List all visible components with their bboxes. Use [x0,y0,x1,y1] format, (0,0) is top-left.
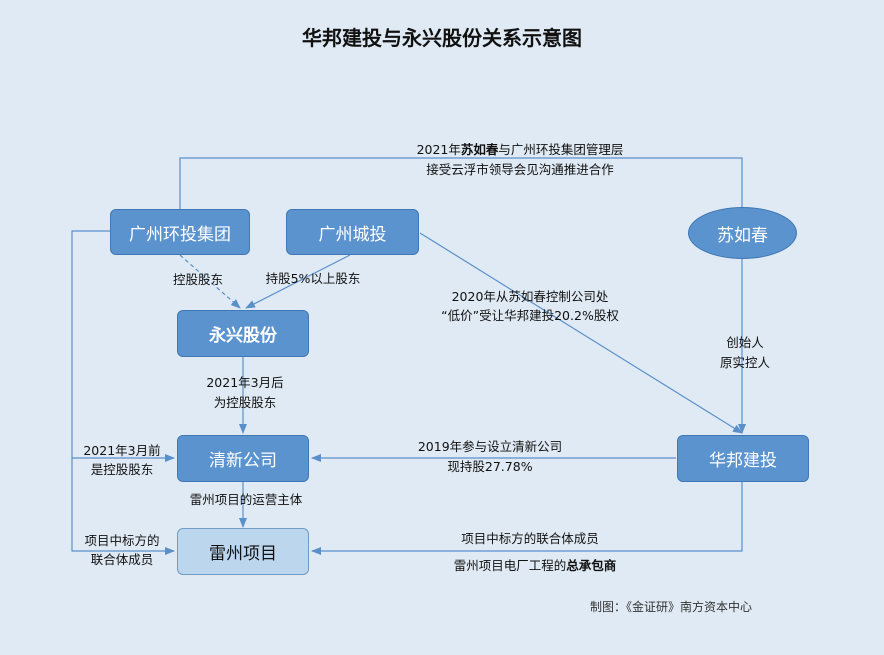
node-su-ruchun: 苏如春 [688,207,797,259]
label-holding-5pct: 持股5%以上股东 [265,271,361,286]
connector-city-to-huabang [419,232,743,434]
label-2019-line2: 现持股27.78% [447,459,533,474]
connector-huabang-to-leizhou [311,482,743,555]
label-consortium-right: 项目中标方的联合体成员 [461,531,599,546]
label-2019-line1: 2019年参与设立清新公司 [417,439,563,454]
credit-line: 制图：《金证研》南方资本中心 [590,600,753,614]
label-transfer-line1: 2020年从苏如春控制公司处 [451,289,609,304]
connector-env-to-qingxin [71,230,175,462]
label-after-2021-line2: 为控股股东 [213,395,277,410]
connector-env-to-yongxing [179,254,241,309]
label-meeting-line1: 2021年苏如春与广州环投集团管理层 [416,142,624,157]
connector-meeting [179,157,743,209]
diagram-title: 华邦建投与永兴股份关系示意图 [302,26,582,50]
label-before-2021-line1: 2021年3月前 [83,443,161,458]
label-consortium-left-line1: 项目中标方的 [84,533,160,548]
label-founder-line2: 原实控人 [719,355,770,370]
label-founder-line1: 创始人 [726,335,764,350]
label-controlling-shareholder: 控股股东 [172,272,223,287]
label-meeting-line2: 接受云浮市领导会见沟通推进合作 [426,162,614,177]
node-leizhou-project: 雷州项目 [177,528,309,575]
node-yongxing: 永兴股份 [177,310,309,357]
label-epc-contractor: 雷州项目电厂工程的总承包商 [453,558,617,573]
node-huabang: 华邦建投 [677,435,809,482]
label-operator: 雷州项目的运营主体 [189,492,303,507]
label-before-2021-line2: 是控股股东 [90,462,154,477]
label-consortium-left-line2: 联合体成员 [90,552,154,567]
node-gz-env-group: 广州环投集团 [110,209,250,255]
connector-city-to-yongxing [245,254,351,309]
node-qingxin: 清新公司 [177,435,309,482]
label-after-2021-line1: 2021年3月后 [206,375,284,390]
node-gz-city-investment: 广州城投 [286,209,419,255]
label-transfer-line2: “低价”受让华邦建投20.2%股权 [441,308,619,323]
connector-env-to-leizhou [71,458,175,555]
